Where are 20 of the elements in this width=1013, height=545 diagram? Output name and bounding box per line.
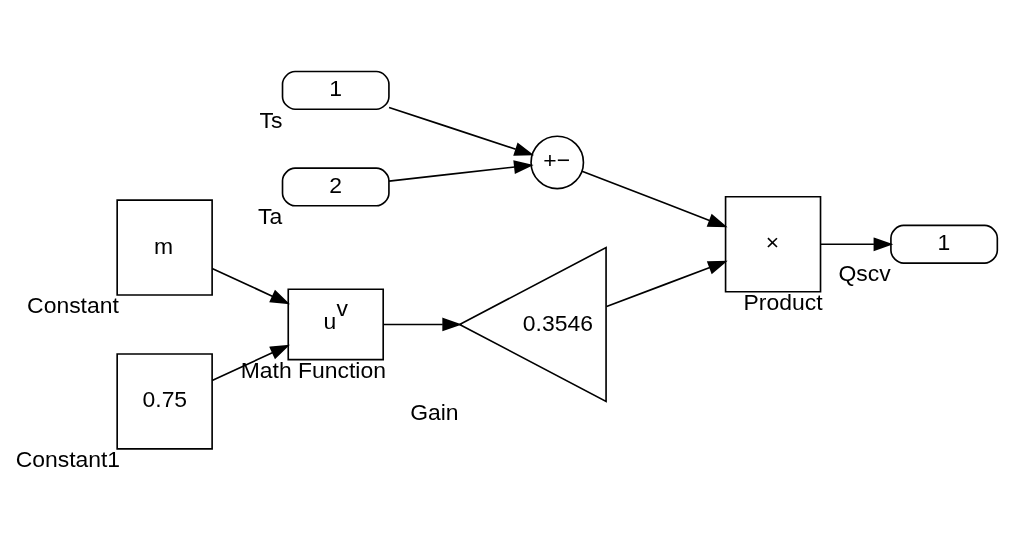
arrow bbox=[211, 344, 290, 382]
arrow bbox=[382, 317, 462, 332]
arrow bbox=[819, 237, 894, 252]
node-box: 0.75 bbox=[116, 353, 213, 450]
node-box: 1 bbox=[890, 224, 999, 264]
arrow bbox=[605, 260, 728, 308]
node-box: 1 bbox=[281, 70, 390, 110]
arrow bbox=[388, 106, 535, 156]
node-box: × bbox=[724, 195, 822, 293]
node-label: Constant bbox=[27, 292, 119, 319]
node-label: Ta bbox=[257, 203, 283, 230]
node-label: Ts bbox=[259, 106, 283, 133]
arrow bbox=[581, 170, 728, 228]
arrow bbox=[211, 267, 290, 305]
node-box: 2 bbox=[281, 167, 390, 207]
node-circle: +− bbox=[530, 135, 585, 190]
arrow bbox=[388, 160, 534, 182]
node-box: m bbox=[116, 199, 213, 296]
node-label: Qscv bbox=[838, 260, 891, 287]
node-label: Gain bbox=[410, 398, 459, 425]
